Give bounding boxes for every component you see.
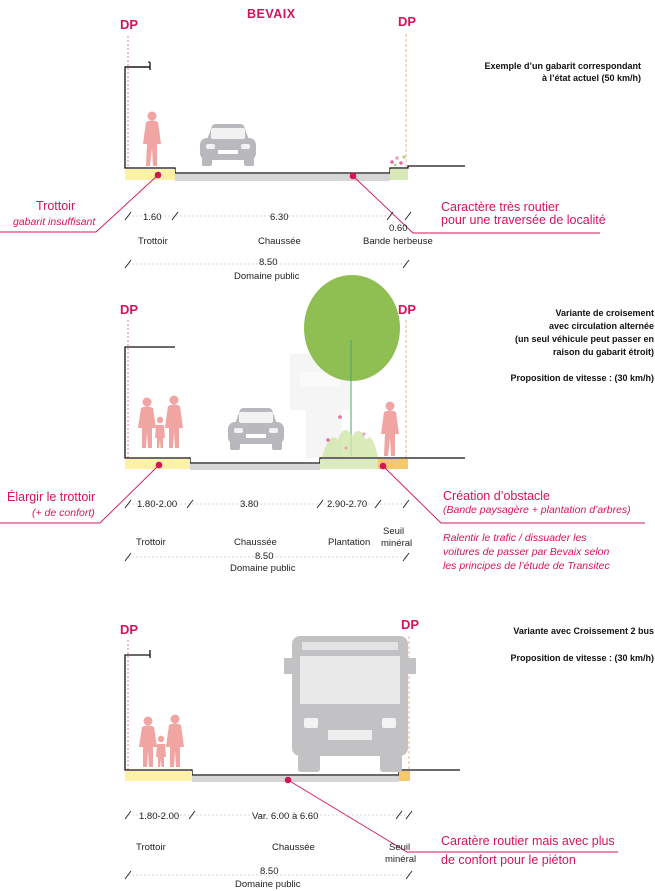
bus-icon <box>284 636 416 772</box>
family-icon <box>138 395 183 448</box>
description-line: (un seul véhicule peut passer en <box>515 334 654 344</box>
dim-chaussee: Var. 6.00 à 6.60 <box>252 811 318 822</box>
description-line: Variante avec Croissement 2 bus <box>513 626 654 636</box>
label-domaine: Domaine public <box>235 879 301 890</box>
label-chaussee: Chaussée <box>258 236 301 247</box>
dim-trottoir: 1.60 <box>143 212 162 223</box>
dim-plantation: 2.90-2.70 <box>327 499 367 510</box>
label-seuil: Seuil <box>383 526 404 537</box>
tree-icon <box>304 275 400 457</box>
annotation-routier-1: Caractère très routier <box>441 200 559 214</box>
annotation-routier-2: pour une traversée de localité <box>441 213 606 227</box>
label-domaine: Domaine public <box>234 271 300 282</box>
label-bande: Bande herbeuse <box>363 236 433 247</box>
speed-proposal: Proposition de vitesse : (30 km/h) <box>510 373 654 383</box>
dim-total: 8.50 <box>255 551 274 562</box>
label-trottoir: Trottoir <box>136 537 166 548</box>
family-icon <box>139 714 184 767</box>
dim-total: 8.50 <box>260 866 279 877</box>
label-trottoir: Trottoir <box>138 236 168 247</box>
page-title: BEVAIX <box>247 7 296 21</box>
annotation-trottoir: Trottoir <box>36 199 75 213</box>
annotation-ralentir-1: Ralentir le trafic / dissuader les <box>443 532 587 544</box>
annotation-gabarit: gabarit insuffisant <box>13 216 96 228</box>
label-plantation: Plantation <box>328 537 370 548</box>
annotation-elargir: Élargir le trottoir <box>7 489 95 504</box>
section-3: DP DP Caratère routier mais avec plus de… <box>120 617 654 890</box>
annotation-obstacle: Création d’obstacle <box>443 489 550 503</box>
annotation-confort: (+ de confort) <box>32 507 95 519</box>
description-line: Exemple d’un gabarit correspondant <box>484 61 641 71</box>
flowers-icon <box>390 155 406 167</box>
description-line: raison du gabarit étroit) <box>553 347 654 357</box>
car-icon <box>200 124 256 166</box>
label-mineral: minéral <box>385 854 416 865</box>
section-2: DP DP Élargir le trottoir (+ de c <box>0 275 654 574</box>
description-line: à l’état actuel (50 km/h) <box>542 73 641 83</box>
dp-right-1: DP <box>398 14 416 29</box>
dp-left-2: DP <box>120 302 138 317</box>
dim-total: 8.50 <box>259 257 278 268</box>
pedestrian-icon <box>143 111 161 166</box>
label-mineral: minéral <box>381 538 412 549</box>
description-line: Variante de croisement <box>555 308 654 318</box>
dp-left-3: DP <box>120 622 138 637</box>
annotation-ralentir-2: voitures de passer par Bevaix selon <box>443 546 609 558</box>
car-icon <box>228 408 284 450</box>
annotation-caratere-1: Caratère routier mais avec plus <box>441 834 615 848</box>
label-seuil: Seuil <box>389 842 410 853</box>
dp-left-1: DP <box>120 17 138 32</box>
label-trottoir: Trottoir <box>136 842 166 853</box>
label-chaussee: Chaussée <box>234 537 277 548</box>
dp-right-2: DP <box>398 302 416 317</box>
section-1: DP DP Trottoir gabarit insuffisant Carac… <box>0 14 641 282</box>
dim-bande: 0.60 <box>389 223 408 234</box>
pedestrian-icon <box>381 401 399 456</box>
annotation-ralentir-3: les principes de l’étude de Transitec <box>443 560 610 572</box>
description-line: avec circulation alternée <box>549 321 654 331</box>
speed-proposal: Proposition de vitesse : (30 km/h) <box>510 653 654 663</box>
label-domaine: Domaine public <box>230 563 296 574</box>
label-chaussee: Chaussée <box>272 842 315 853</box>
annotation-bande: (Bande paysagère + plantation d’arbres) <box>443 504 631 516</box>
dim-trottoir: 1.80-2.00 <box>137 499 177 510</box>
dp-right-3: DP <box>401 617 419 632</box>
dim-chaussee: 6.30 <box>270 212 289 223</box>
dim-trottoir: 1.80-2.00 <box>139 811 179 822</box>
dim-chaussee: 3.80 <box>240 499 259 510</box>
annotation-caratere-2: de confort pour le piéton <box>441 853 576 867</box>
